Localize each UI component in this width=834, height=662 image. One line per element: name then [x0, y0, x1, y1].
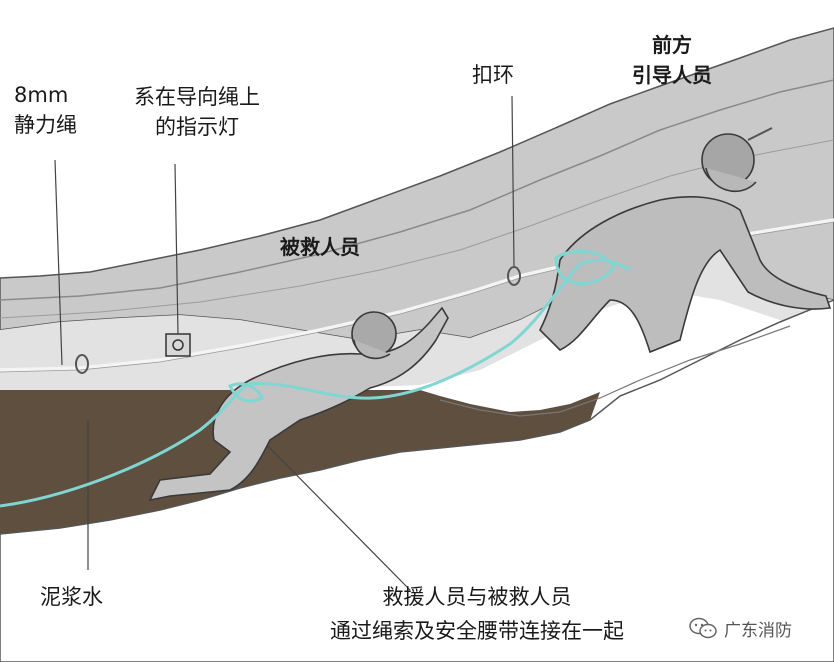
floor-ridge — [439, 325, 791, 417]
front-guide-figure — [539, 127, 832, 354]
leader-lamp — [174, 163, 179, 335]
label-static-rope-line-2: 静力绳 — [14, 113, 77, 137]
mud-water-pool — [0, 390, 600, 534]
label-static-rope-line-1: 8mm — [14, 83, 69, 107]
cave-floor-rock — [0, 299, 834, 662]
rescued-person-figure — [148, 306, 449, 502]
label-front-guide: 前方 引导人员 — [632, 30, 712, 90]
carabiner-left — [75, 354, 89, 374]
carabiner-right — [507, 266, 521, 286]
cave-ceiling-rock — [0, 27, 834, 341]
label-front-guide-line-2: 引导人员 — [632, 63, 712, 87]
label-indicator-lamp-line-2: 的指示灯 — [155, 115, 239, 139]
label-connection-note-line-1: 救援人员与被救人员 — [382, 585, 572, 609]
harness-rescued — [227, 382, 264, 403]
indicator-lamp-light — [172, 339, 184, 351]
indicator-lamp — [165, 333, 191, 357]
watermark-text: 广东消防 — [724, 620, 792, 641]
label-static-rope: 8mm 静力绳 — [14, 80, 77, 140]
leader-rope — [54, 159, 63, 366]
label-indicator-lamp-line-1: 系在导向绳上 — [134, 85, 260, 109]
wechat-icon — [689, 617, 717, 639]
watermark: 广东消防 — [688, 614, 792, 642]
label-rescued-person: 被救人员 — [280, 235, 360, 259]
harness-guide — [554, 249, 616, 285]
label-front-guide-line-1: 前方 — [652, 33, 692, 57]
label-mud-water: 泥浆水 — [40, 585, 103, 609]
label-connection-note-line-2: 通过绳索及安全腰带连接在一起 — [330, 619, 624, 643]
leader-connect — [261, 439, 411, 591]
rock-ridge — [0, 79, 834, 301]
leader-carabiner — [511, 95, 515, 267]
label-connection-note: 救援人员与被救人员 通过绳索及安全腰带连接在一起 — [330, 580, 624, 648]
label-indicator-lamp: 系在导向绳上 的指示灯 — [134, 82, 260, 142]
label-carabiner: 扣环 — [472, 63, 514, 87]
rock-ridge-2 — [0, 139, 834, 319]
